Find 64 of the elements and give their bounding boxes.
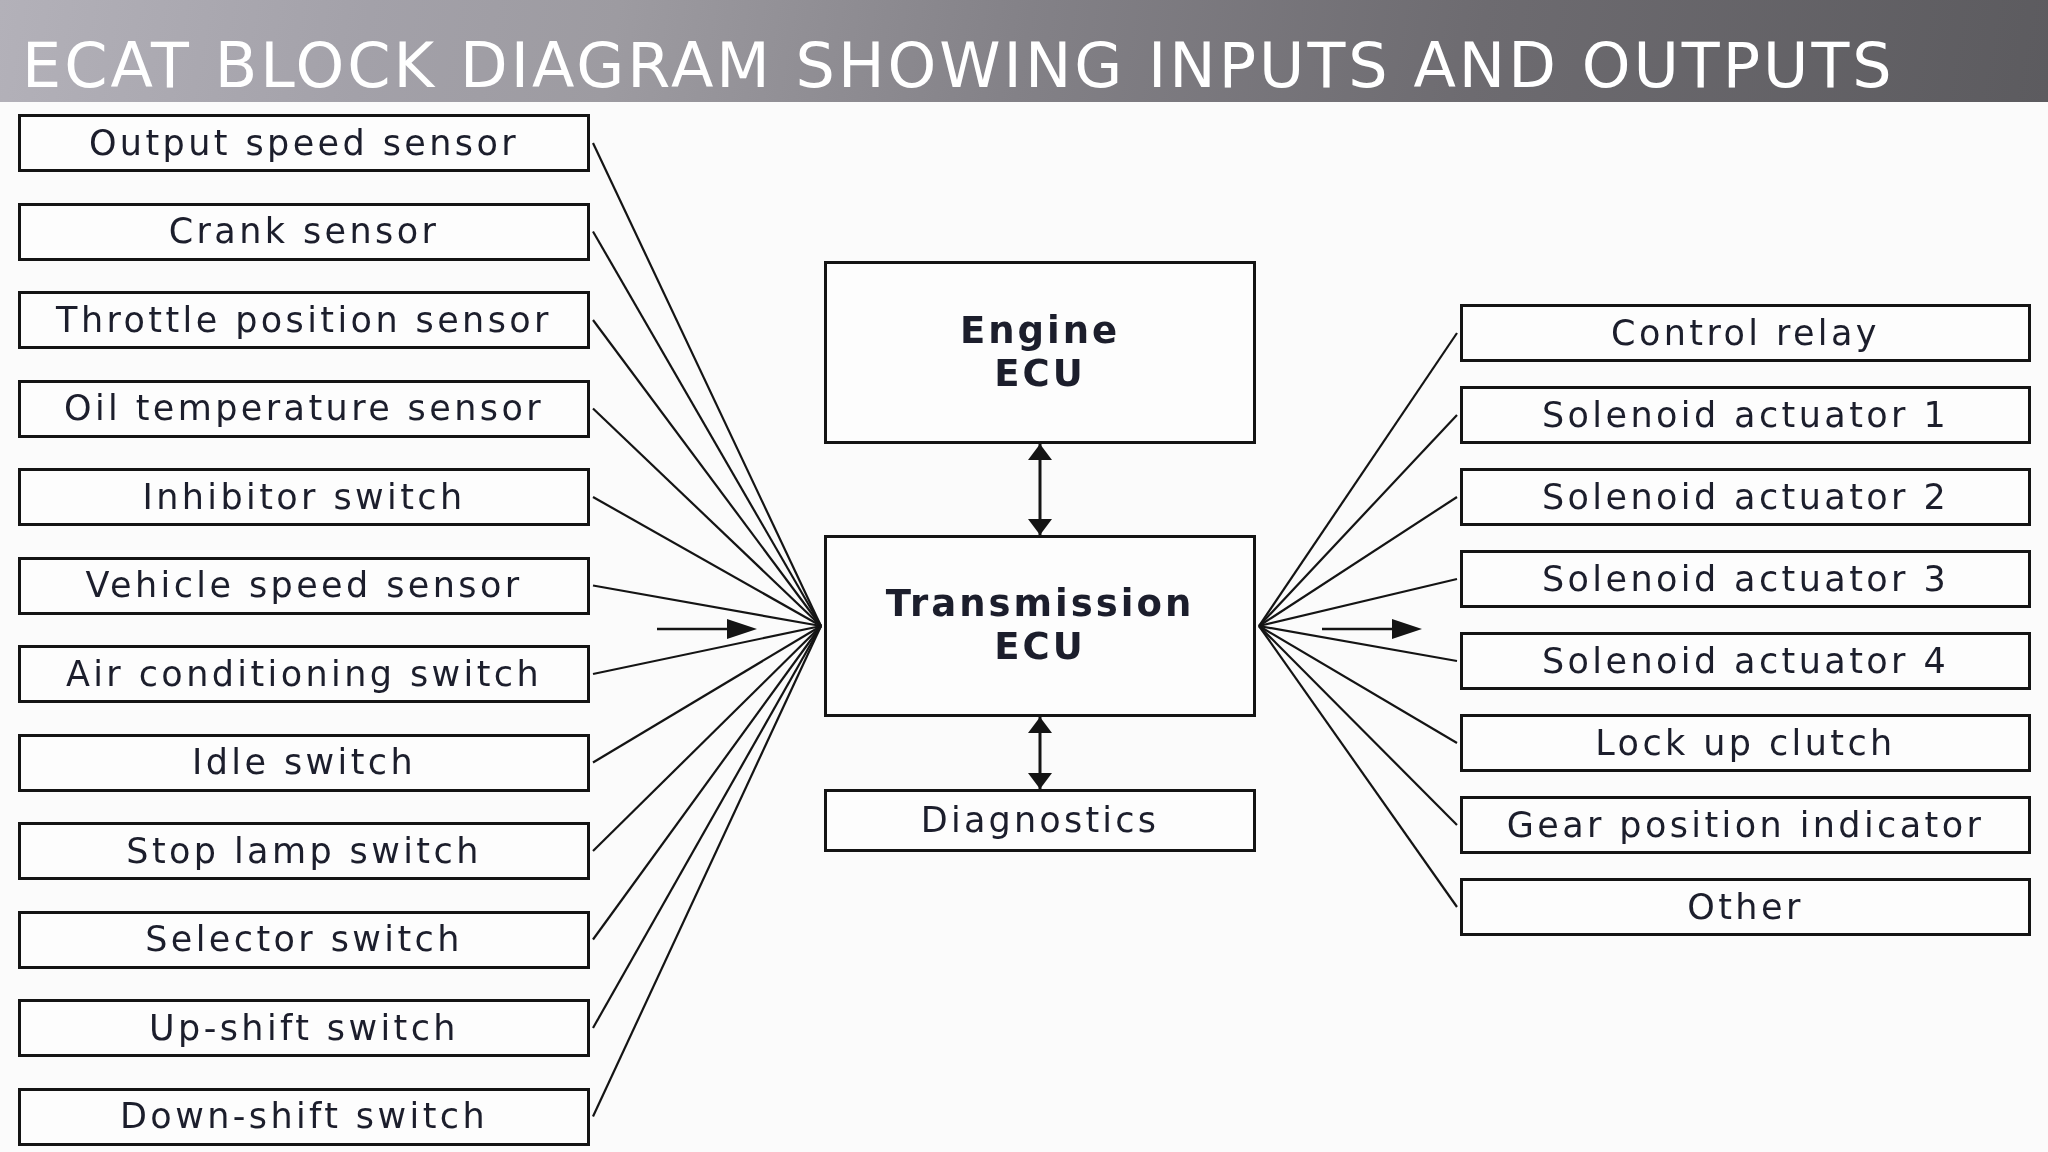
connector-line [592, 142, 822, 627]
input-box [18, 822, 590, 880]
double-headed-arrow [1028, 444, 1052, 535]
input-box [18, 202, 590, 261]
output-label: Solenoid actuator 4 [1541, 640, 1950, 682]
connector-line [1258, 332, 1458, 627]
ecu-label: Engine ECU [959, 309, 1121, 396]
connector-line [1258, 625, 1458, 908]
input-label: Oil temperature sensor [63, 388, 544, 429]
input-box [18, 556, 590, 615]
input-label: Selector switch [145, 919, 463, 960]
diagnostics-label: Diagnostics [920, 800, 1160, 841]
double-headed-arrow [1028, 717, 1052, 789]
input-label: Down-shift switch [119, 1096, 488, 1137]
diagnostics-box [824, 789, 1256, 852]
input-label: Throttle position sensor [56, 299, 552, 341]
output-box [1460, 304, 2031, 362]
connector-line [1258, 577, 1458, 628]
input-box [18, 733, 590, 792]
input-label: Stop lamp switch [126, 830, 482, 872]
input-box [18, 999, 590, 1057]
output-box [1460, 878, 2031, 936]
output-box [1460, 386, 2031, 444]
input-label: Vehicle speed sensor [85, 565, 523, 606]
input-box [18, 910, 590, 969]
input-label: Output speed sensor [88, 122, 520, 164]
ecu-box [824, 261, 1256, 444]
input-label: Air conditioning switch [65, 653, 543, 695]
output-box [1460, 550, 2031, 608]
input-box [18, 645, 590, 703]
output-box [1460, 632, 2031, 690]
output-label: Lock up clutch [1595, 722, 1896, 764]
input-box [18, 1087, 590, 1146]
output-label: Other [1687, 886, 1804, 928]
connector-line [592, 625, 822, 1029]
connector-line [592, 625, 822, 1117]
connector-line [1258, 625, 1458, 826]
input-box [18, 291, 590, 349]
ecu-label: Transmission ECU [885, 583, 1195, 669]
output-label: Control relay [1611, 312, 1880, 354]
connector-line [592, 407, 822, 627]
output-box [1460, 714, 2031, 772]
input-label: Idle switch [191, 742, 417, 783]
output-label: Solenoid actuator 3 [1541, 558, 1950, 600]
output-box [1460, 796, 2031, 854]
connector-line [1258, 624, 1458, 663]
connector-line [1258, 625, 1458, 744]
input-label: Up-shift switch [149, 1007, 459, 1049]
output-label: Gear position indicator [1506, 804, 1985, 846]
output-label: Solenoid actuator 2 [1541, 476, 1950, 518]
connector-line [1258, 414, 1458, 627]
title: ECAT BLOCK DIAGRAM SHOWING INPUTS AND OUTPUTS [22, 31, 1895, 100]
connector-line [592, 319, 822, 627]
input-box [18, 379, 590, 438]
connector-line [592, 624, 822, 676]
output-box [1460, 468, 2031, 526]
input-box [18, 114, 590, 172]
connector-line [1258, 496, 1458, 627]
input-label: Inhibitor switch [142, 476, 466, 518]
output-label: Solenoid actuator 1 [1541, 394, 1950, 436]
connector-line [592, 584, 822, 628]
input-label: Crank sensor [168, 211, 440, 252]
ecu-box [824, 535, 1256, 717]
input-box [18, 468, 590, 526]
